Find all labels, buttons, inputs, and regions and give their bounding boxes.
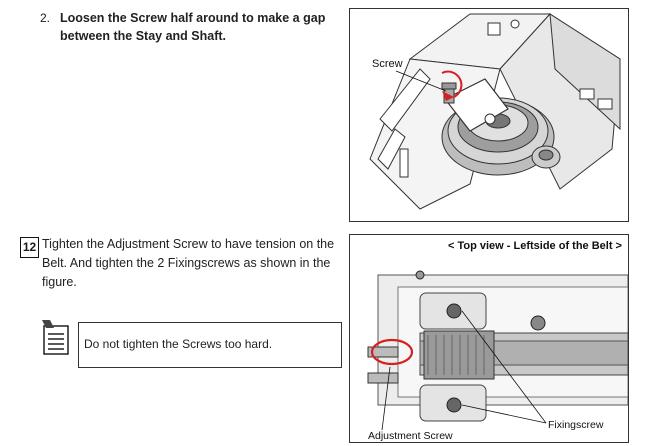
notepad-icon [42,320,69,355]
belt-illustration: Fixingscrew Adjustment Screw [367,270,628,442]
note-box [78,322,342,368]
step-2-number: 2. [40,11,51,25]
fixingscrew-label: Fixingscrew [548,419,604,431]
figure-loosen-screw: Screw [349,8,629,222]
mechanism-illustration: Screw [369,13,621,210]
adjustment-screw-label: Adjustment Screw [368,430,453,442]
note-text: Do not tighten the Screws too hard. [84,337,273,351]
figure-top-view: < Top view - Leftside of the Belt > [349,234,629,443]
figure-header: < Top view - Leftside of the Belt > [448,240,622,252]
step-12-badge: 12 [20,237,39,258]
step-2-instruction: Loosen the Screw half around to make a g… [60,11,326,43]
step-12-instruction: Tighten the Adjustment Screw to have ten… [42,237,335,289]
screw-label: Screw [372,58,403,70]
